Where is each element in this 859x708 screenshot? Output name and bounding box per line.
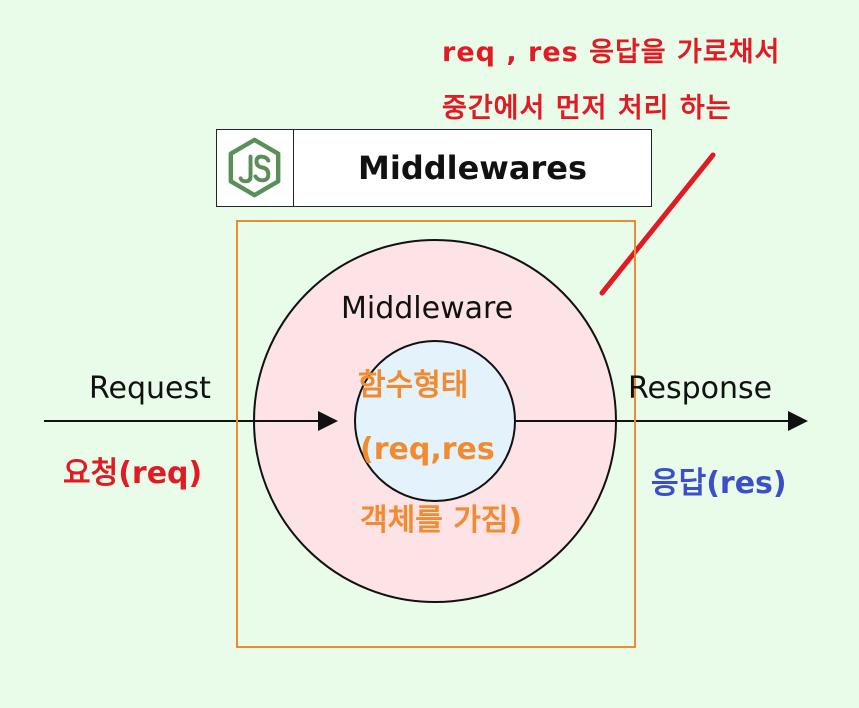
middleware-label: Middleware [341,291,514,326]
annotation-line-2: 중간에서 먼저 처리 하는 [442,93,732,124]
inner-label-line-2: (req,res [360,432,495,467]
inner-label-line-1: 함수형태 [358,368,469,403]
request-arrow-head [318,411,338,431]
annotation-line-1: req , res 응답을 가로채서 [442,37,781,68]
header-title: Middlewares [358,149,587,187]
nodejs-logo [217,130,294,206]
request-korean-label: 요청(req) [63,456,203,491]
middlewares-header: Middlewares [216,129,652,207]
response-korean-label: 응답(res) [651,466,787,501]
inner-label-line-3: 객체를 가짐) [360,503,523,538]
response-arrow-head [788,411,808,431]
response-label: Response [628,371,773,406]
request-label: Request [89,371,211,406]
nodejs-icon [228,137,281,198]
annotation-pointer-line [599,152,716,296]
middleware-frame [236,220,636,648]
